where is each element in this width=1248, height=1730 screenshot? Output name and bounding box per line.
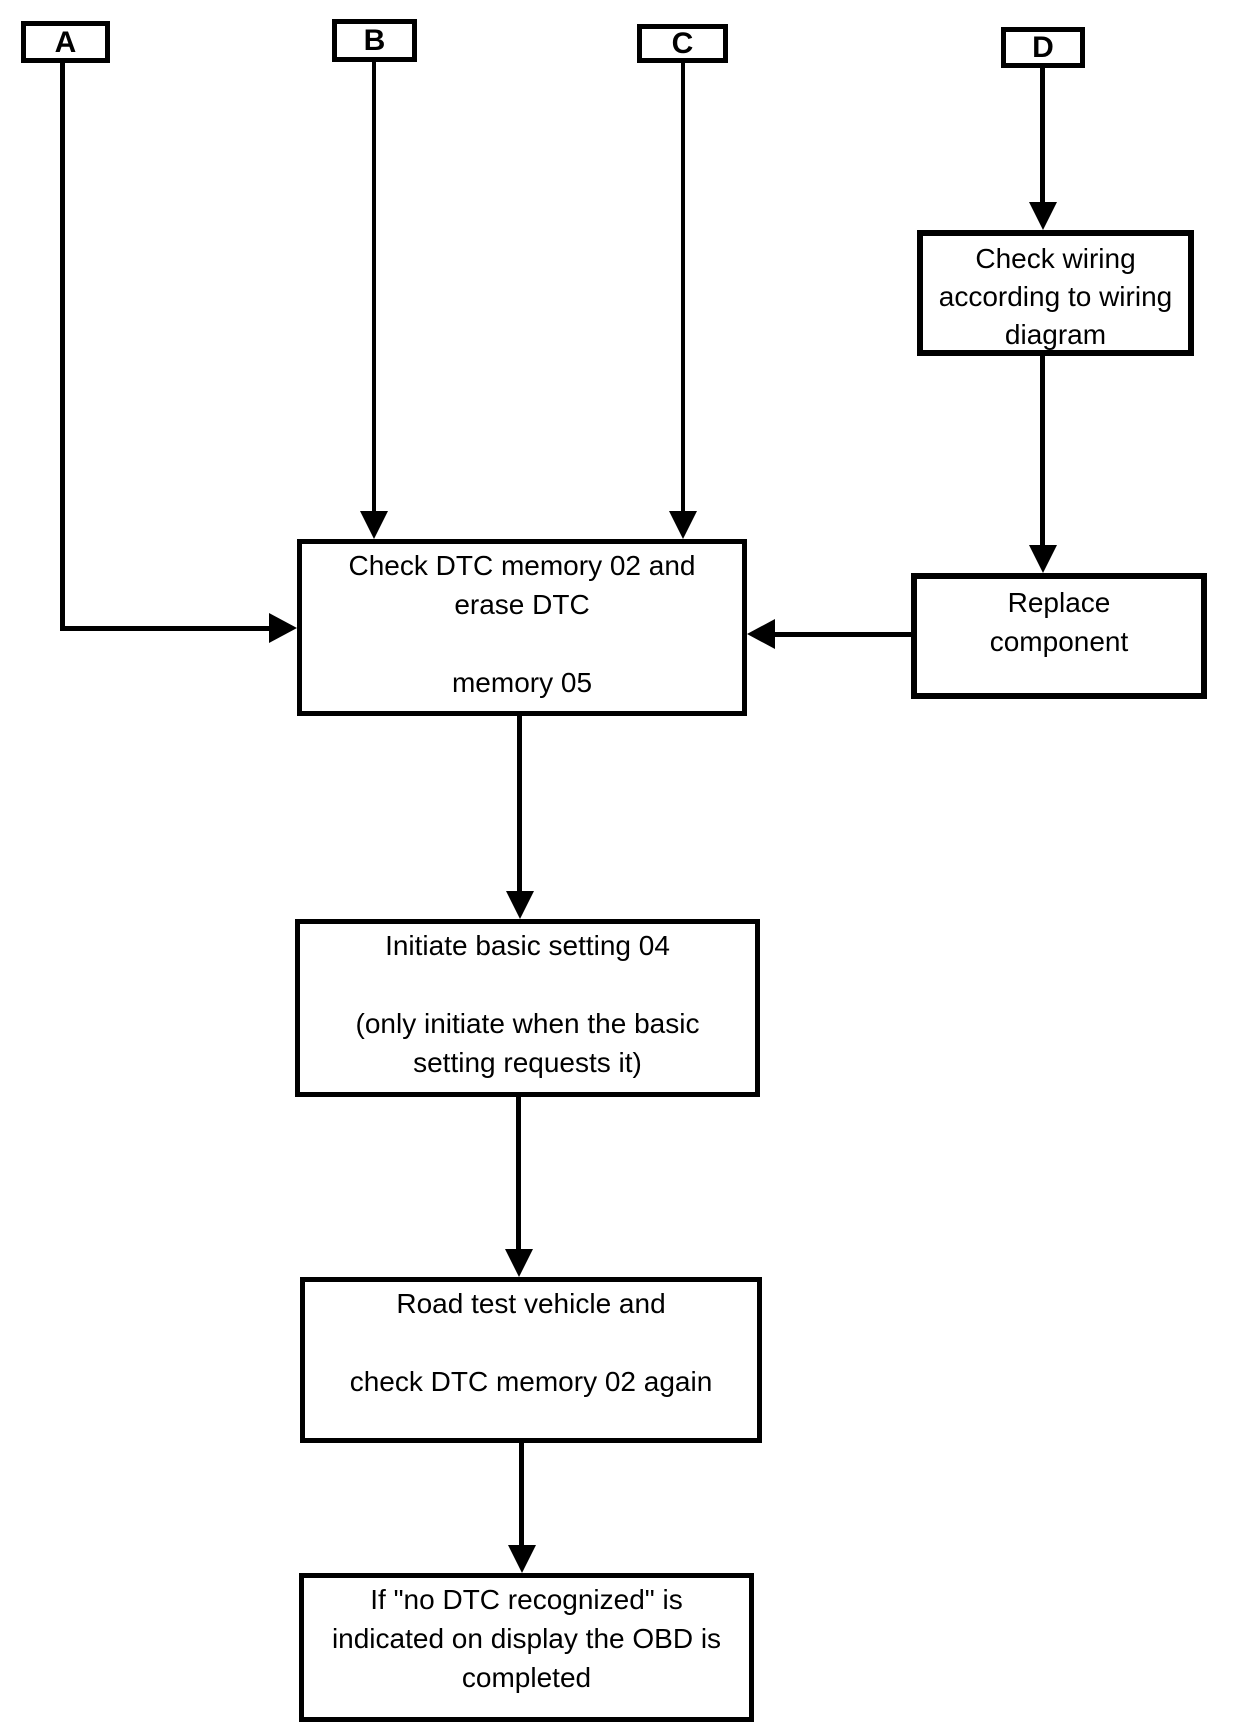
arrowhead-d-into-check-wiring xyxy=(1029,202,1057,230)
check-dtc-line-3 xyxy=(302,624,742,663)
replace-component-line-1: Replace xyxy=(1007,587,1111,618)
connector-d-vertical xyxy=(1040,68,1045,204)
arrowhead-c-into-check-dtc xyxy=(669,511,697,539)
terminal-a-box: A xyxy=(21,21,110,63)
initiate-basic-setting-box: Initiate basic setting 04 (only initiate… xyxy=(295,919,760,1097)
arrowhead-into-obd-complete xyxy=(508,1545,536,1573)
arrowhead-replace-into-check-dtc xyxy=(747,619,775,649)
connector-road-test-to-obd-complete xyxy=(519,1443,524,1547)
terminal-b-box: B xyxy=(332,19,417,62)
arrowhead-into-initiate-basic xyxy=(506,891,534,919)
initiate-basic-line-4: setting requests it) xyxy=(413,1047,642,1078)
check-wiring-line-1: Check wiring xyxy=(975,243,1136,274)
terminal-a-label: A xyxy=(54,25,77,59)
arrowhead-a-into-check-dtc xyxy=(269,613,297,643)
check-wiring-line-3: diagram xyxy=(1004,319,1107,350)
initiate-basic-line-1: Initiate basic setting 04 xyxy=(385,930,670,961)
road-test-line-3: check DTC memory 02 again xyxy=(349,1366,713,1397)
arrowhead-into-replace-component xyxy=(1029,545,1057,573)
check-dtc-line-1: Check DTC memory 02 and xyxy=(348,550,696,581)
arrowhead-b-into-check-dtc xyxy=(360,511,388,539)
terminal-c-box: C xyxy=(637,24,728,63)
road-test-line-2 xyxy=(305,1323,757,1362)
arrowhead-into-road-test xyxy=(505,1249,533,1277)
check-wiring-box: Check wiring according to wiring diagram xyxy=(917,230,1194,356)
initiate-basic-line-3: (only initiate when the basic xyxy=(355,1008,700,1039)
terminal-d-label: D xyxy=(1032,31,1054,64)
check-dtc-line-4: memory 05 xyxy=(451,667,593,698)
check-dtc-line-2: erase DTC xyxy=(454,589,590,620)
connector-a-vertical xyxy=(60,63,65,631)
obd-complete-line-2: indicated on display the OBD is xyxy=(331,1623,722,1654)
connector-check-dtc-to-initiate xyxy=(517,716,522,893)
obd-complete-box: If "no DTC recognized" is indicated on d… xyxy=(299,1573,754,1722)
road-test-line-1: Road test vehicle and xyxy=(396,1288,666,1319)
connector-initiate-to-road-test xyxy=(516,1097,521,1251)
obd-complete-line-3: completed xyxy=(461,1662,592,1693)
check-wiring-line-2: according to wiring xyxy=(938,281,1173,312)
terminal-d-box: D xyxy=(1001,27,1085,68)
connector-check-wiring-to-replace xyxy=(1040,356,1045,547)
terminal-b-label: B xyxy=(363,24,386,57)
obd-complete-line-1: If "no DTC recognized" is xyxy=(370,1584,683,1615)
replace-component-line-2: component xyxy=(989,626,1129,657)
connector-replace-to-check-dtc xyxy=(775,632,911,637)
replace-component-box: Replace component xyxy=(911,573,1207,699)
road-test-box: Road test vehicle and check DTC memory 0… xyxy=(300,1277,762,1443)
initiate-basic-line-2 xyxy=(300,965,755,1004)
connector-b-vertical xyxy=(372,62,376,513)
terminal-c-label: C xyxy=(671,27,694,60)
connector-a-horizontal xyxy=(60,626,269,631)
check-dtc-box: Check DTC memory 02 and erase DTC memory… xyxy=(297,539,747,716)
connector-c-vertical xyxy=(681,63,685,513)
